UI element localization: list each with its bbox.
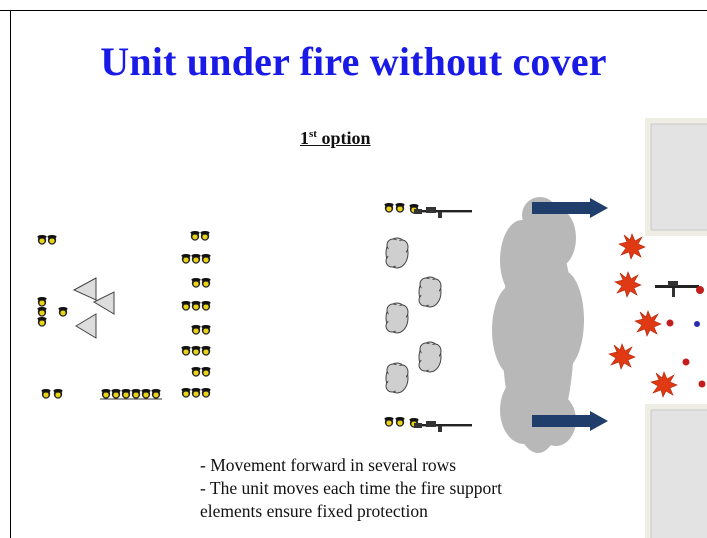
formation-column [181,231,211,398]
slide-title: Unit under fire without cover [100,39,607,84]
building-top [645,118,707,236]
subtitle-text: option [316,128,371,148]
note-line-1: - Movement forward in several rows [200,455,457,475]
fire-support-top [384,203,472,218]
note-line-3: elements ensure fixed protection [200,501,428,521]
top-border [0,10,707,11]
left-border [10,10,11,538]
fire-support-bottom [384,417,472,432]
building-bottom [645,404,707,538]
smoke-cloud [492,197,584,453]
command-group [37,235,115,339]
subtitle-number: 1 [300,128,309,148]
arrow-bottom [532,411,608,431]
enemy-fire [608,233,706,398]
note-line-2: - The unit moves each time the fire supp… [200,478,502,498]
subtitle-suffix: st [309,128,317,140]
smoke-puffs [385,237,442,394]
slide-subtitle: 1st option [300,128,400,149]
notes: - Movement forward in several rows - The… [200,454,620,523]
rear-row [41,389,162,400]
arrow-top [532,198,608,218]
